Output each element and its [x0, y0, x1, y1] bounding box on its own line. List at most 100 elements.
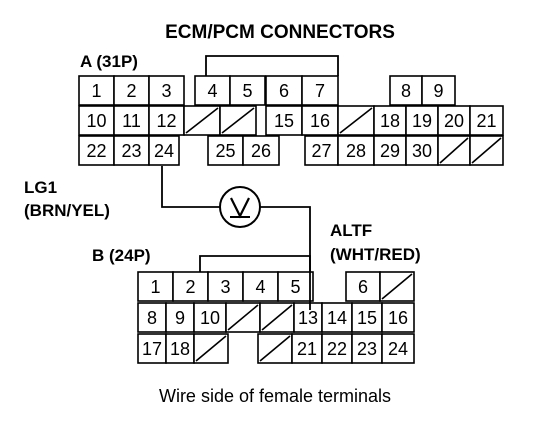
terminal-cell	[301, 75, 339, 106]
terminal-number: 4	[255, 277, 265, 297]
terminal-cell	[345, 271, 381, 302]
terminal-number: 10	[86, 111, 106, 131]
terminal-number: 21	[297, 339, 317, 359]
wire-lg1	[161, 166, 220, 208]
terminal-number: 8	[147, 308, 157, 328]
terminal-number: 25	[215, 141, 235, 161]
terminal-number: 2	[185, 277, 195, 297]
terminal-number: 24	[154, 141, 174, 161]
terminal-number: 23	[357, 339, 377, 359]
terminal-cell	[148, 75, 185, 106]
terminal-cell	[265, 105, 303, 136]
terminal-number: 22	[327, 339, 347, 359]
terminal-number: 23	[121, 141, 141, 161]
connector-a-lock-tab	[205, 55, 339, 76]
terminal-cell	[78, 75, 115, 106]
terminal-number: 15	[357, 308, 377, 328]
terminal-cell	[78, 105, 115, 136]
terminal-number: 16	[388, 308, 408, 328]
terminal-number: 18	[170, 339, 190, 359]
diagram-title: ECM/PCM CONNECTORS	[165, 22, 395, 43]
terminal-number: 17	[142, 339, 162, 359]
terminal-number: 3	[220, 277, 230, 297]
terminal-cell	[137, 302, 167, 333]
terminal-cell	[207, 135, 244, 166]
terminal-cell	[242, 271, 279, 302]
terminal-number: 12	[156, 111, 176, 131]
terminal-number: 14	[327, 308, 347, 328]
terminal-number: 9	[433, 81, 443, 101]
terminal-cell	[321, 302, 353, 333]
terminal-cell	[78, 135, 115, 166]
connector-b-label: B (24P)	[92, 246, 151, 265]
terminal-number: 8	[401, 81, 411, 101]
terminal-number: 6	[279, 81, 289, 101]
terminal-cell	[277, 271, 314, 302]
terminal-number: 5	[290, 277, 300, 297]
terminal-number: 19	[412, 111, 432, 131]
unused-terminal-slash	[227, 304, 259, 331]
terminal-cell	[351, 302, 383, 333]
terminal-cell	[321, 333, 353, 364]
terminal-cell	[301, 105, 339, 136]
terminal-cell	[405, 105, 439, 136]
terminal-number: 30	[412, 141, 432, 161]
terminal-cell	[389, 75, 423, 106]
terminal-cell	[405, 135, 439, 166]
wire-altf-name: ALTF	[330, 221, 372, 240]
terminal-number: 20	[444, 111, 464, 131]
terminal-number: 3	[161, 81, 171, 101]
terminal-cell	[291, 333, 323, 364]
terminal-cell	[373, 135, 407, 166]
unused-terminal-slash	[339, 107, 373, 134]
terminal-number: 27	[311, 141, 331, 161]
terminal-number: 26	[251, 141, 271, 161]
wire-altf	[260, 206, 311, 310]
terminal-cell	[165, 302, 195, 333]
terminal-cell	[373, 105, 407, 136]
terminal-cell	[207, 271, 244, 302]
unused-terminal-slash	[471, 137, 502, 164]
terminal-number: 2	[126, 81, 136, 101]
terminal-cell	[229, 75, 266, 106]
wire-altf-color: (WHT/RED)	[330, 245, 421, 264]
terminal-number: 29	[380, 141, 400, 161]
terminal-number: 24	[388, 339, 408, 359]
terminal-number: 5	[242, 81, 252, 101]
terminal-number: 7	[315, 81, 325, 101]
unused-terminal-slash	[259, 335, 291, 362]
terminal-cell	[148, 105, 185, 136]
terminal-number: 1	[91, 81, 101, 101]
terminal-cell	[242, 135, 280, 166]
terminal-cell	[193, 302, 227, 333]
unused-terminal-slash	[185, 107, 219, 134]
terminal-cell	[113, 75, 150, 106]
terminal-number: 4	[207, 81, 217, 101]
terminal-number: 21	[476, 111, 496, 131]
terminal-cell	[165, 333, 195, 364]
terminal-cell	[421, 75, 456, 106]
terminal-number: 16	[310, 111, 330, 131]
terminal-number: 18	[380, 111, 400, 131]
terminal-number: 9	[175, 308, 185, 328]
terminal-number: 22	[86, 141, 106, 161]
unused-terminal-slash	[439, 137, 469, 164]
terminal-number: 15	[274, 111, 294, 131]
unused-terminal-slash	[195, 335, 227, 362]
connector-a-label: A (31P)	[80, 52, 138, 71]
connector-b-lock-tab	[199, 255, 311, 272]
terminal-number: 1	[150, 277, 160, 297]
terminal-number: 6	[358, 277, 368, 297]
unused-terminal-slash	[381, 273, 413, 300]
terminal-number: 28	[346, 141, 366, 161]
voltmeter-icon	[219, 186, 261, 228]
terminal-cell	[137, 333, 167, 364]
diagram-caption: Wire side of female terminals	[159, 386, 391, 406]
wire-lg1-color: (BRN/YEL)	[24, 201, 110, 220]
unused-terminal-slash	[261, 304, 293, 331]
terminal-cell	[351, 333, 383, 364]
terminal-number: 10	[200, 308, 220, 328]
